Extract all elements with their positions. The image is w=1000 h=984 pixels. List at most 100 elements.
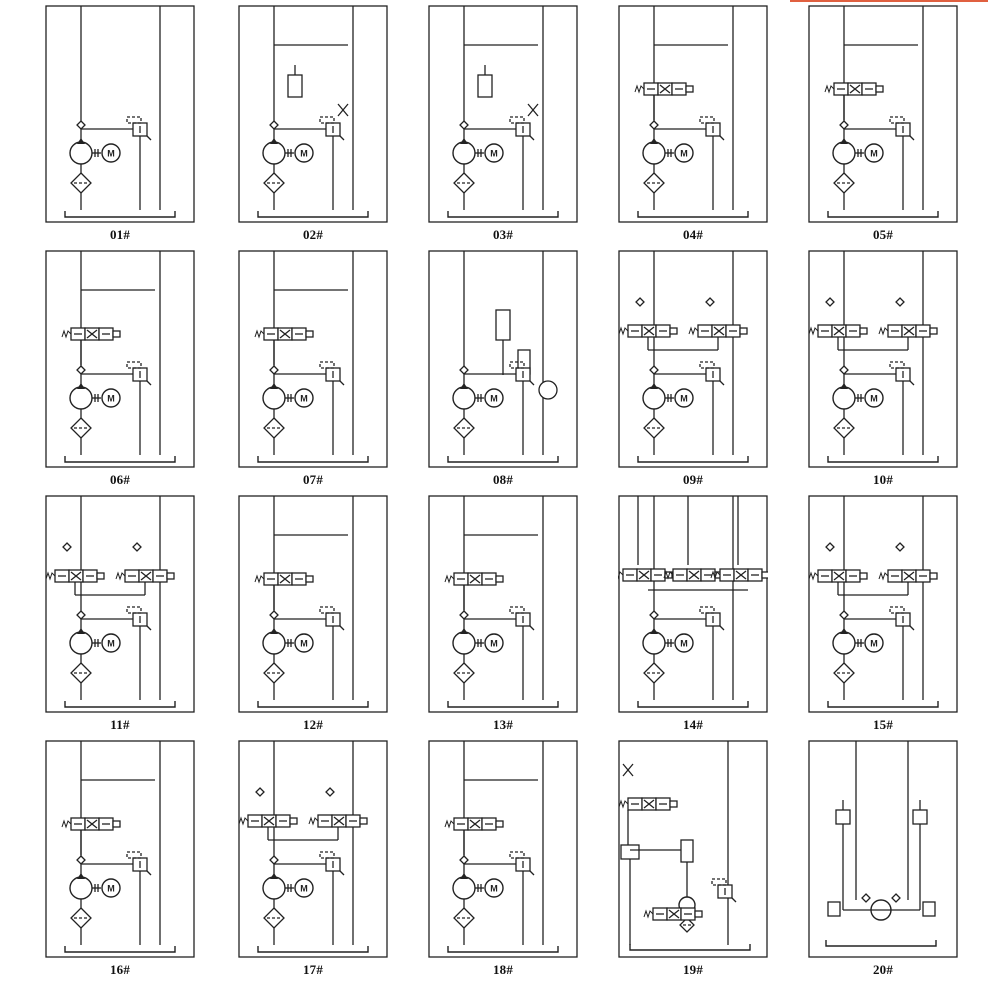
svg-text:M: M [300,149,308,159]
directional-valve-symbol [710,568,768,582]
svg-text:M: M [680,149,688,159]
svg-text:M: M [870,639,878,649]
directional-valve-symbol [254,327,314,341]
motor-symbol: M [101,143,121,163]
relief-valve-symbol [126,606,152,631]
schematic-frame [238,495,388,713]
relief-valve-symbol [126,116,152,141]
pump-symbol [832,628,864,655]
directional-valve-symbol [254,572,314,586]
schematic-label: 11# [110,717,130,732]
reservoir-symbol [64,701,176,708]
directional-valve-symbol [61,327,121,341]
schematic-label: 05# [872,227,894,242]
directional-valve-symbol [824,82,884,96]
check-valve-symbol [62,542,72,552]
motor-symbol: M [101,388,121,408]
schematic-frame [238,5,388,223]
motor-symbol: M [864,633,884,653]
directional-valve-symbol [878,569,938,583]
motor-symbol: M [484,388,504,408]
directional-valve-symbol [618,568,673,582]
motor-symbol: M [864,143,884,163]
schematic-frame [45,250,195,468]
pump-symbol [262,873,294,900]
schematic-label: 13# [492,717,514,732]
check-valve-symbol [895,297,905,307]
reservoir-symbol [257,946,369,953]
motor-symbol: M [484,878,504,898]
reservoir-symbol [827,456,939,463]
reservoir-symbol [825,940,937,947]
filter-symbol [833,172,855,194]
check-valve-symbol [861,893,871,903]
schematic-frame [428,740,578,958]
svg-text:M: M [300,639,308,649]
svg-text:M: M [107,149,115,159]
check-valve-symbol [825,542,835,552]
svg-text:M: M [490,884,498,894]
schematic-label: 14# [682,717,704,732]
directional-valve-symbol [634,82,694,96]
motor-symbol: M [294,143,314,163]
relief-valve-symbol [509,606,535,631]
relief-valve-symbol [711,878,737,903]
motor-symbol: M [294,388,314,408]
reservoir-symbol [629,944,751,951]
relief-valve-symbol [126,851,152,876]
relief-valve-symbol [889,116,915,141]
schematic-frame [808,250,958,468]
reservoir-symbol [257,456,369,463]
svg-text:M: M [870,394,878,404]
svg-text:M: M [490,394,498,404]
reservoir-symbol [637,456,749,463]
shutoff-valve-symbol [337,103,349,117]
schematic-label: 19# [682,962,704,977]
reservoir-symbol [447,701,559,708]
accumulator-symbol [538,380,558,400]
schematic-label: 12# [302,717,324,732]
schematic-frame [618,5,768,223]
schematic-label: 10# [872,472,894,487]
svg-text:M: M [107,884,115,894]
relief-valve-symbol [889,606,915,631]
directional-valve-symbol [61,817,121,831]
schematic-11: M 11# [45,495,195,733]
svg-text:M: M [300,394,308,404]
schematic-label: 17# [302,962,324,977]
directional-valve-symbol [308,814,368,828]
relief-valve-symbol [319,851,345,876]
relief-valve-symbol [126,361,152,386]
schematic-frame [618,250,768,468]
directional-valve-symbol [878,324,938,338]
schematic-label: 09# [682,472,704,487]
relief-valve-symbol [889,361,915,386]
schematic-label: 20# [872,962,894,977]
check-valve-symbol [255,787,265,797]
check-valve-symbol [825,297,835,307]
relief-valve-symbol [509,116,535,141]
motor-symbol: M [674,388,694,408]
motor-symbol: M [864,388,884,408]
reservoir-symbol [637,701,749,708]
svg-text:M: M [107,639,115,649]
svg-text:M: M [490,639,498,649]
schematic-frame [618,495,768,713]
reservoir-symbol [64,456,176,463]
check-valve-symbol [325,787,335,797]
check-valve-symbol [635,297,645,307]
directional-valve-symbol [45,569,105,583]
pump-symbol [832,383,864,410]
reservoir-symbol [827,701,939,708]
check-valve-symbol [895,542,905,552]
relief-valve-symbol [509,851,535,876]
